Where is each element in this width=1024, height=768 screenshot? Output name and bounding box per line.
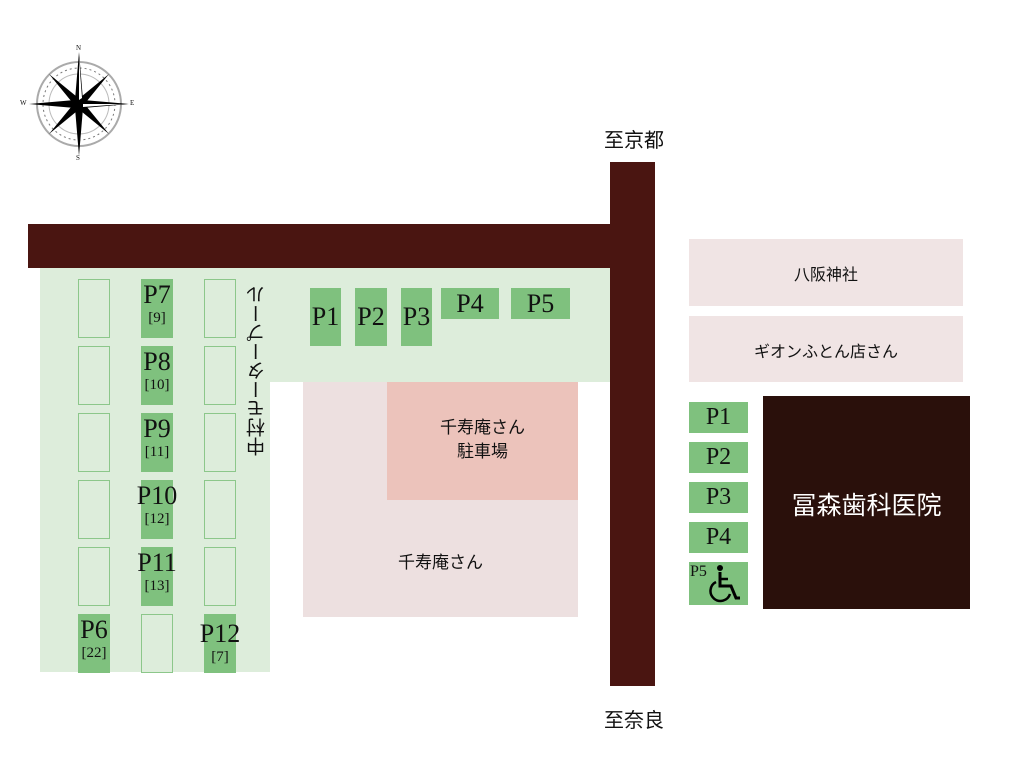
compass-s: S	[76, 154, 80, 162]
senjuan-parking-label: 千寿庵さん 駐車場	[440, 418, 525, 461]
parking-space-top-p2[interactable]: P2	[355, 288, 387, 346]
right-space-p4[interactable]: P4	[689, 522, 748, 553]
gion-futon-shop	[689, 316, 963, 382]
right-space-p5-accessible[interactable]: P5	[689, 562, 748, 605]
road-horizontal	[28, 224, 655, 268]
parking-space-p11[interactable]: P11[13]	[137, 547, 177, 606]
right-space-p2[interactable]: P2	[689, 442, 748, 473]
empty-space	[204, 413, 236, 472]
parking-space-top-p3[interactable]: P3	[401, 288, 432, 346]
parking-space-top-p1[interactable]: P1	[310, 288, 341, 346]
parking-space-p9[interactable]: P9[11]	[141, 413, 173, 472]
direction-north: 至京都	[604, 130, 664, 152]
wheelchair-icon	[709, 565, 740, 603]
senjuan-label: 千寿庵さん	[398, 553, 483, 572]
parking-space-top-p4[interactable]: P4	[441, 288, 499, 319]
empty-space	[141, 614, 173, 673]
parking-space-p12[interactable]: P12[7]	[200, 614, 240, 673]
parking-space-p8[interactable]: P8[10]	[141, 346, 173, 405]
road-vertical	[610, 162, 655, 686]
dental-clinic	[763, 396, 970, 609]
right-space-p1[interactable]: P1	[689, 402, 748, 433]
empty-space	[204, 480, 236, 539]
parking-space-p7[interactable]: P7[9]	[141, 279, 173, 338]
empty-space	[204, 279, 236, 338]
empty-space	[78, 346, 110, 405]
empty-space	[78, 547, 110, 606]
yasaka-shrine	[689, 239, 963, 306]
compass-e: E	[130, 99, 135, 107]
compass-w: W	[20, 99, 27, 107]
right-space-p5-label: P5	[690, 563, 707, 580]
empty-space	[78, 413, 110, 472]
yasaka-label: 八阪神社	[793, 267, 858, 284]
right-space-p3[interactable]: P3	[689, 482, 748, 513]
compass-n: N	[76, 44, 82, 52]
parking-space-p6[interactable]: P6[22]	[78, 614, 110, 673]
gion-label: ギオンふとん店さん	[753, 344, 898, 361]
empty-space	[204, 346, 236, 405]
empty-space	[78, 480, 110, 539]
dental-label: 冨森歯科医院	[791, 493, 942, 520]
direction-south: 至奈良	[604, 710, 664, 732]
senjuan-parking	[387, 382, 578, 500]
lot-name: 中村モータープール	[247, 285, 268, 456]
empty-space	[204, 547, 236, 606]
compass-rose-icon: N S W E	[20, 44, 135, 164]
empty-space	[78, 279, 110, 338]
parking-space-top-p5[interactable]: P5	[511, 288, 570, 319]
parking-space-p10[interactable]: P10[12]	[137, 480, 177, 539]
